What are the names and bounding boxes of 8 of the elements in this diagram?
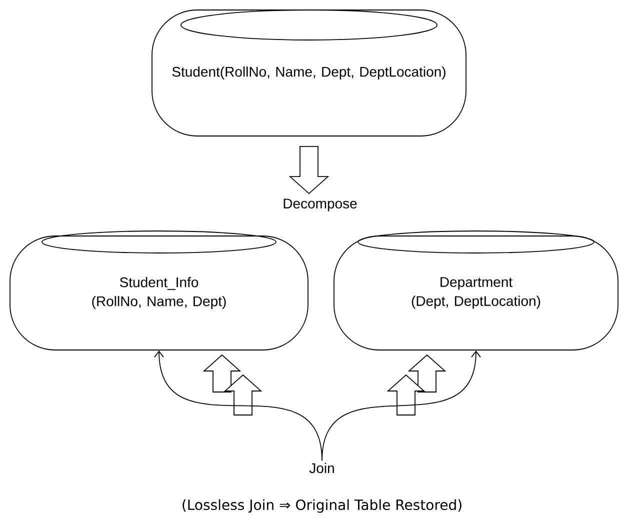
- label: Decompose: [284, 198, 357, 212]
- block-arrow: [288, 146, 330, 194]
- caption: (Lossless Join ⇒ Original Table Restored): [182, 499, 462, 513]
- cylinder: Department (Dept, DeptLocation): [334, 230, 618, 350]
- label: Join: [309, 462, 334, 474]
- cylinder: Student_Info (RollNo, Name, Dept): [10, 230, 308, 350]
- cylinder: Student(RollNo, Name, Dept, DeptLocation): [152, 10, 466, 136]
- arrow: [322, 350, 481, 462]
